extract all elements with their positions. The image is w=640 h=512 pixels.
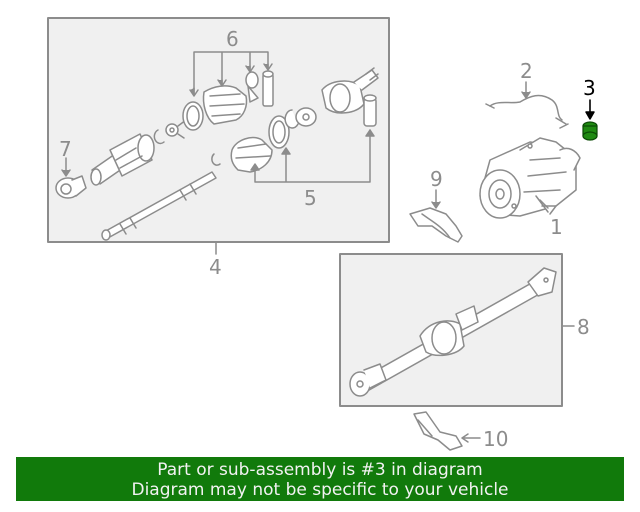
callout-8: 8	[577, 315, 590, 339]
inner-boot-drawing	[230, 107, 317, 173]
callout-1: 1	[550, 215, 563, 239]
callout-7: 7	[59, 137, 72, 161]
callout-leader-10	[461, 433, 481, 443]
axle-assembly-panel	[47, 17, 390, 243]
callout-leader-1	[539, 199, 549, 209]
support-bracket-drawing	[413, 411, 463, 451]
callout-9: 9	[430, 167, 443, 191]
callout-5: 5	[304, 186, 317, 210]
callout-10: 10	[483, 427, 508, 451]
bearing-drawing	[55, 175, 87, 199]
banner-line-1: Part or sub-assembly is #3 in diagram	[157, 460, 483, 480]
bracket-drawing	[409, 189, 463, 243]
banner-line-2: Diagram may not be specific to your vehi…	[131, 480, 509, 500]
axle-shaft-drawing	[101, 171, 217, 241]
part-notice-banner: Part or sub-assembly is #3 in diagram Di…	[16, 457, 624, 501]
callout-3: 3	[583, 76, 596, 100]
outer-cv-joint-drawing	[90, 133, 155, 186]
boot-kit-drawing	[182, 70, 274, 131]
sensor-line-drawing	[485, 81, 569, 129]
inner-cv-joint-drawing	[321, 67, 379, 127]
drive-shaft-drawing	[349, 267, 557, 397]
callout-6: 6	[226, 27, 239, 51]
hub-nut-part-3	[582, 99, 598, 141]
callout-4: 4	[209, 255, 222, 279]
differential-carrier-drawing	[479, 137, 581, 219]
callout-leaders-left	[61, 51, 375, 255]
callout-2: 2	[520, 59, 533, 83]
